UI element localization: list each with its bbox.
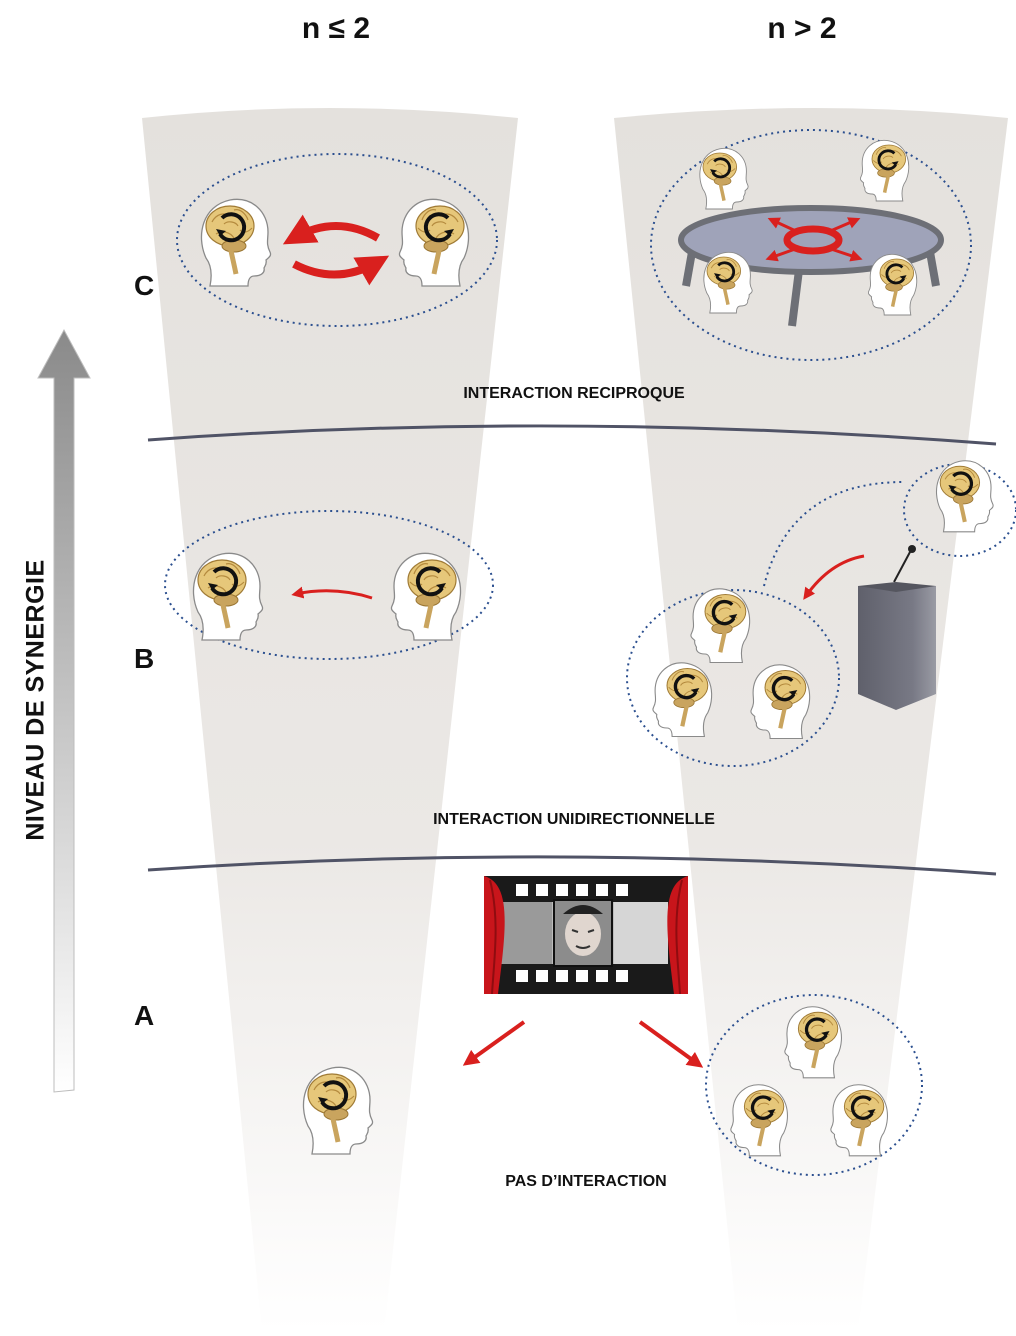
head-with-brain-icon	[201, 199, 270, 286]
divider-b-a	[147, 855, 997, 876]
funnel-right	[614, 108, 1008, 1331]
broadcast-arrow-right	[638, 1020, 704, 1068]
reciprocal-arrow-top	[282, 214, 380, 245]
head-with-brain-icon	[399, 199, 468, 286]
level-label-c: C	[134, 270, 155, 301]
round-table-icon	[678, 205, 944, 327]
band-label-unidirectional: INTERACTION UNIDIRECTIONNELLE	[433, 811, 715, 828]
synergy-axis-label: NIVEAU DE SYNERGIE	[21, 559, 50, 841]
level-label-a: A	[134, 1000, 155, 1031]
group-circle	[626, 589, 840, 767]
head-with-brain-icon	[868, 254, 916, 315]
head-with-brain-icon	[731, 1085, 788, 1156]
head-with-brain-icon	[698, 146, 750, 211]
head-with-brain-icon	[860, 140, 908, 201]
funnel-left	[142, 108, 518, 1331]
group-circle	[650, 129, 972, 361]
group-circle	[164, 510, 494, 660]
head-with-brain-icon	[831, 1085, 888, 1156]
head-with-brain-icon	[653, 663, 712, 737]
column-title-dyad: n ≤ 2	[301, 12, 371, 45]
group-circle	[705, 994, 923, 1176]
head-with-brain-icon	[785, 1007, 842, 1078]
head-with-brain-icon	[391, 553, 460, 640]
speaker-arrow	[803, 554, 865, 600]
broadcast-arrow-left	[462, 1020, 526, 1066]
head-with-brain-icon	[691, 589, 750, 663]
head-with-brain-icon	[303, 1067, 372, 1154]
synergy-axis-arrow	[37, 328, 91, 1093]
divider-c-b	[147, 424, 997, 446]
band-label-no-interaction: PAS D’INTERACTION	[505, 1173, 667, 1190]
table-arrows	[765, 217, 863, 262]
reciprocal-arrow-bottom	[292, 255, 390, 286]
group-circle	[176, 153, 498, 327]
cinema-screen-icon	[484, 876, 688, 995]
podium-icon	[858, 545, 936, 710]
band-label-reciprocal: INTERACTION RECIPROQUE	[463, 385, 685, 402]
head-with-brain-icon	[193, 553, 262, 640]
unidirectional-arrow	[291, 586, 373, 600]
head-with-brain-icon	[936, 461, 993, 532]
head-with-brain-icon	[702, 250, 754, 315]
speaker-link	[763, 481, 905, 587]
column-title-group: n > 2	[767, 12, 837, 45]
level-label-b: B	[134, 643, 155, 674]
head-with-brain-icon	[751, 665, 810, 739]
